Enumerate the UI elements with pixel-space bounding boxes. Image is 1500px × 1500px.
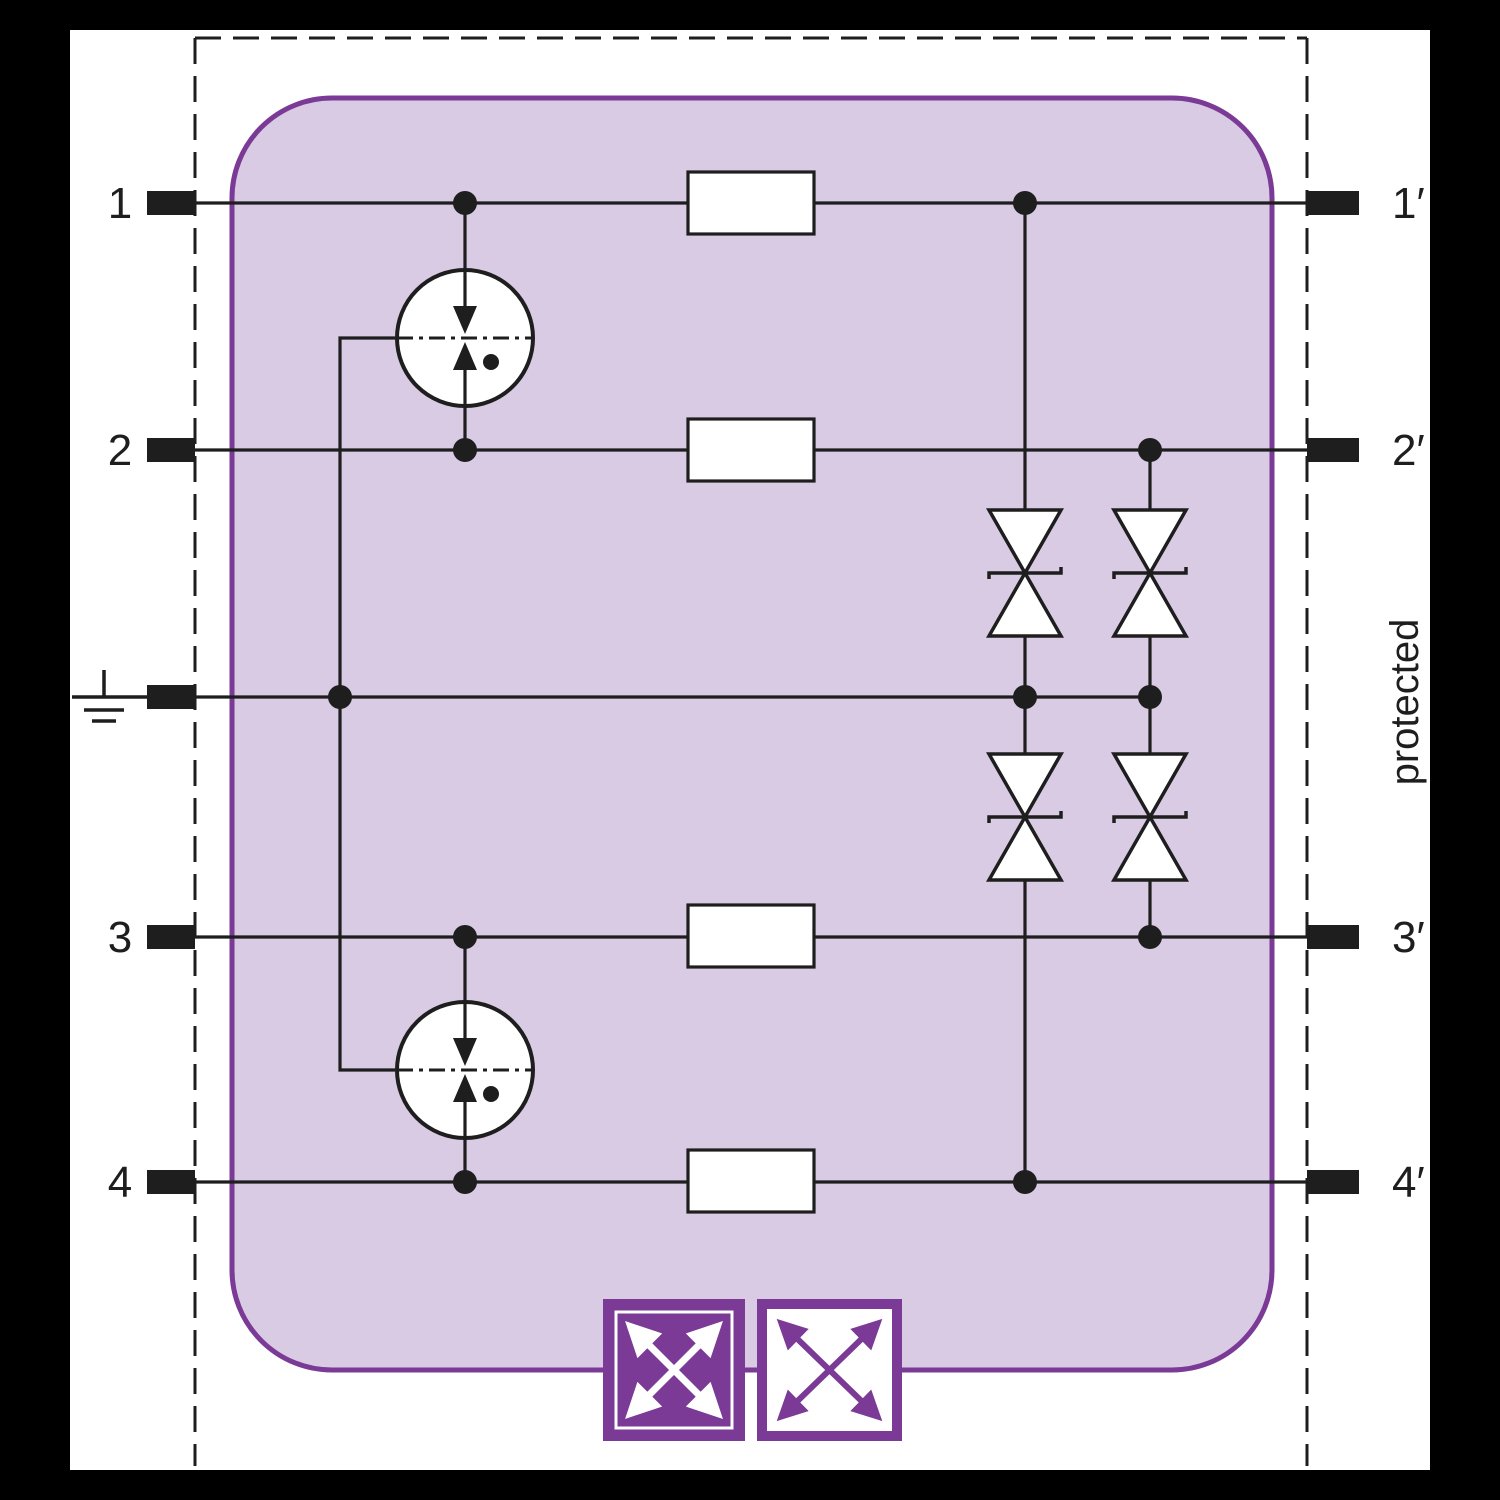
resistors (686, 170, 816, 1214)
tvs-diode-3 (985, 752, 1065, 882)
input-terminal-2: 2 (108, 426, 132, 475)
enclosure-outline (193, 36, 1309, 1466)
gas-discharge-tube-2 (395, 1000, 535, 1140)
tvs-diode-2 (1110, 508, 1190, 638)
resistor-1 (686, 170, 816, 236)
protected-side-label: protected (1383, 619, 1427, 786)
tvs-diode-1 (985, 508, 1065, 638)
output-terminal-3: 3′ (1392, 913, 1425, 962)
gas-discharge-tube-1 (395, 268, 535, 408)
badge-left-icon (603, 1299, 745, 1441)
tvs-diode-4 (1110, 752, 1190, 882)
terminal-pads (147, 191, 1359, 1194)
output-terminal-4: 4′ (1392, 1158, 1425, 1207)
resistor-2 (686, 417, 816, 483)
input-terminal-3: 3 (108, 913, 132, 962)
junction-dots (328, 191, 1162, 1194)
input-terminal-4: 4 (108, 1158, 132, 1207)
resistor-3 (686, 903, 816, 969)
ground-icon (72, 670, 147, 723)
output-terminal-1: 1′ (1392, 179, 1425, 228)
badge-right-icon (757, 1299, 902, 1441)
resistor-4 (686, 1148, 816, 1214)
output-terminal-2: 2′ (1392, 426, 1425, 475)
input-terminal-1: 1 (108, 179, 132, 228)
